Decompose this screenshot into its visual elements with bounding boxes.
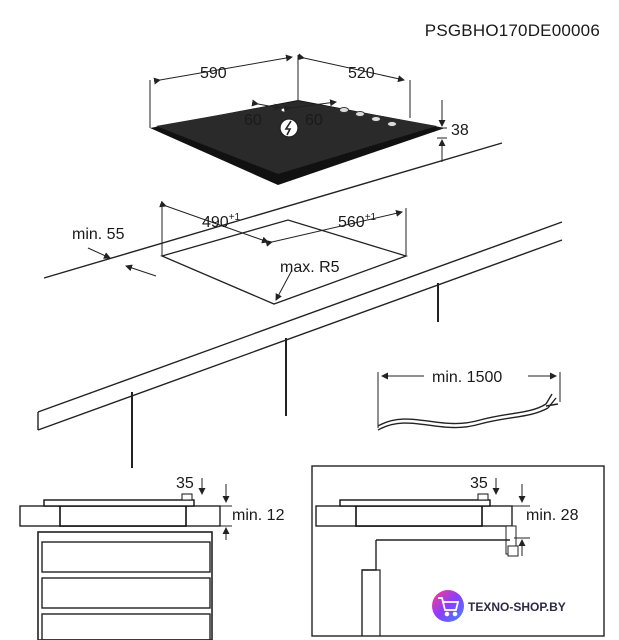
corner-radius-leader xyxy=(275,269,293,301)
document-code: PSGBHO170DE00006 xyxy=(425,21,600,40)
shop-watermark: TEXNO-SHOP.BY xyxy=(432,590,566,622)
left-top-gap-label: 35 xyxy=(176,475,194,492)
section-view-right xyxy=(311,465,605,637)
hob-top-surface xyxy=(156,101,437,174)
hob-height-label: 38 xyxy=(451,122,469,139)
dimension-line-edge-clearance-right xyxy=(125,264,157,277)
dimension-line-spacing-left xyxy=(251,99,281,111)
power-cable xyxy=(377,393,559,431)
dimension-line-spacing-right xyxy=(283,99,337,113)
dimension-line-cutout-depth xyxy=(265,209,403,247)
cutout-depth-label: 560+1 xyxy=(338,212,377,231)
cabinet-legs xyxy=(131,283,439,468)
right-top-gap-label: 35 xyxy=(470,475,488,492)
hob-width-label: 590 xyxy=(200,65,227,82)
cart-icon xyxy=(438,597,460,617)
right-bottom-gap-label: min. 28 xyxy=(526,507,579,524)
spacing-left-label: 60 xyxy=(244,112,262,129)
corner-radius-label: max. R5 xyxy=(280,259,340,276)
section-view-left xyxy=(19,478,232,640)
connection-point xyxy=(280,107,288,113)
left-bottom-gap-label: min. 12 xyxy=(232,507,285,524)
watermark-text: TEXNO-SHOP.BY xyxy=(468,600,566,614)
cutout-width-label: 490+1 xyxy=(202,212,241,231)
dimension-line-cutout-width xyxy=(159,200,269,244)
spacing-right-label: 60 xyxy=(305,112,323,129)
dimension-line-hob-width xyxy=(153,54,293,85)
dimension-line-hob-depth xyxy=(297,53,405,83)
hob-section-left xyxy=(59,505,187,527)
edge-clearance-label: min. 55 xyxy=(72,226,125,243)
power-symbol-icon xyxy=(279,118,299,138)
watermark-logo xyxy=(432,590,464,622)
dimension-line-edge-clearance-left xyxy=(87,247,111,259)
hob-illustration xyxy=(150,100,445,185)
section-frame xyxy=(311,465,605,637)
control-knobs xyxy=(339,107,397,127)
hob-depth-label: 520 xyxy=(348,65,375,82)
cable-length-label: min. 1500 xyxy=(432,369,502,386)
hob-section-right xyxy=(355,505,483,527)
